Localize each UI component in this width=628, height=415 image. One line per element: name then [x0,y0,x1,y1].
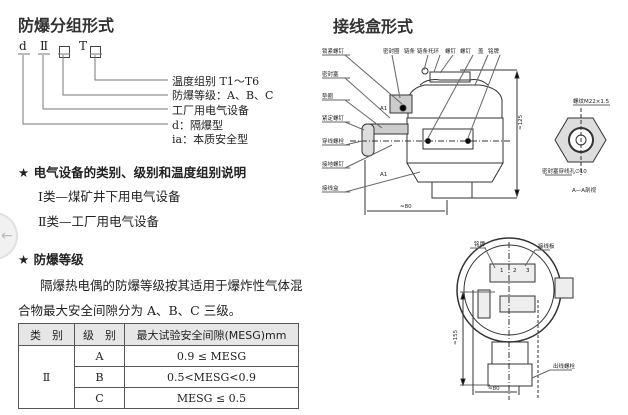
paragraph-line2: 合物最大安全间隙分为 A、B、C 三级。 [18,303,242,318]
label-chain-ring: 链条托环 [417,47,440,55]
star-icon: ★ [18,252,34,267]
code-d: d [19,39,27,53]
section-title-junction-box: 接线盒形式 [333,17,414,36]
code-label-class: 工厂用电气设备 [172,104,249,117]
label-width: ≈80 [400,204,412,210]
table-header-row: 类 别 级 别 最大试验安全间隙(MESG)mm [18,323,299,346]
label-set-screw: 紧定螺钉 [322,114,345,122]
class2-item: Ⅱ类—工厂用电气设备 [38,214,159,229]
label-a1-bottom: A1 [380,172,387,178]
label-a1-top: A1 [380,106,387,112]
label-screw1: 螺钉 [445,47,457,55]
label-seal-plug: 密封塞 [322,70,339,78]
section2-heading-text: 防爆等级 [33,252,84,267]
class1-item: Ⅰ类—煤矿井下用电气设备 [38,189,181,204]
cell-category: Ⅱ [18,345,75,409]
label-hole: 密封塞穿线孔∅10 [542,167,587,175]
cell-level: B [74,366,125,388]
code-t: T [79,39,88,53]
label-ground-screw: 接地螺钉 [322,160,345,168]
section2-heading: ★ 防爆等级 [18,249,84,268]
cell-mesg: 0.9 ≤ MESG [124,345,299,367]
code-label-ia: ia：本质安全型 [172,133,249,146]
header-mesg: 最大试验安全间隙(MESG)mm [124,323,299,346]
junction-box-front-view [456,237,574,400]
label-width-front: ≈80 [488,386,500,392]
paragraph-line1: 隔爆热电偶的防爆等级按其适用于爆炸性气体混 [40,278,303,293]
label-aa-section: A—A剖视 [572,186,597,194]
label-terminal-board: 接线板 [538,242,555,250]
section-title-explosion-grouping: 防爆分组形式 [18,16,115,35]
label-nameplate-front: 铭牌 [474,240,486,248]
terminal-1: 1 [500,268,504,274]
label-lock-screw: 锁紧螺钉 [322,47,345,55]
code-level-box [59,41,70,60]
junction-box-side-view [322,54,520,215]
label-height: ≈125 [518,114,524,130]
header-level: 级 别 [74,323,125,346]
label-thread-bolt: 穿线螺栓 [322,137,345,145]
code-label-level: 防爆等级：A、B、C [172,89,274,102]
cell-mesg: MESG ≤ 0.5 [124,387,299,409]
label-chain: 链条 [404,47,416,55]
aa-section-view [545,104,610,176]
label-seal-ring: 密封圈 [383,47,400,55]
star-icon: ★ [18,165,34,180]
label-washer: 垫圈 [322,92,334,100]
terminal-3: 3 [526,268,530,274]
code-leader-lines [18,53,168,125]
label-screw2: 螺钉 [460,47,472,55]
code-label-temp: 温度组别 T1～T6 [172,75,260,88]
label-outlet-bolt: 出线螺栓 [553,362,576,370]
cell-level: C [74,387,125,409]
code-label-d: d：隔爆型 [172,119,224,132]
code-class: Ⅱ [40,39,49,53]
cell-level: A [74,345,125,367]
cell-mesg: 0.5<MESG<0.9 [124,366,299,388]
label-box: 接线盒 [322,184,339,192]
label-cover: 盖 [478,47,484,55]
header-category: 类 别 [18,323,75,346]
label-thread: 螺纹M22×1.5 [573,97,610,105]
terminal-2: 2 [513,268,517,274]
junction-box-drawings: 锁紧螺钉 密封塞 垫圈 紧定螺钉 穿线螺栓 接地螺钉 接线盒 密封圈 链条 链条… [322,47,610,400]
label-height-front: ≈155 [453,329,459,345]
label-nameplate: 铭牌 [488,47,500,55]
section1-heading-text: 电气设备的类别、级别和温度组别说明 [33,165,247,180]
section1-heading: ★ 电气设备的类别、级别和温度组别说明 [18,162,246,181]
arrow-left-icon[interactable]: ← [1,228,13,244]
